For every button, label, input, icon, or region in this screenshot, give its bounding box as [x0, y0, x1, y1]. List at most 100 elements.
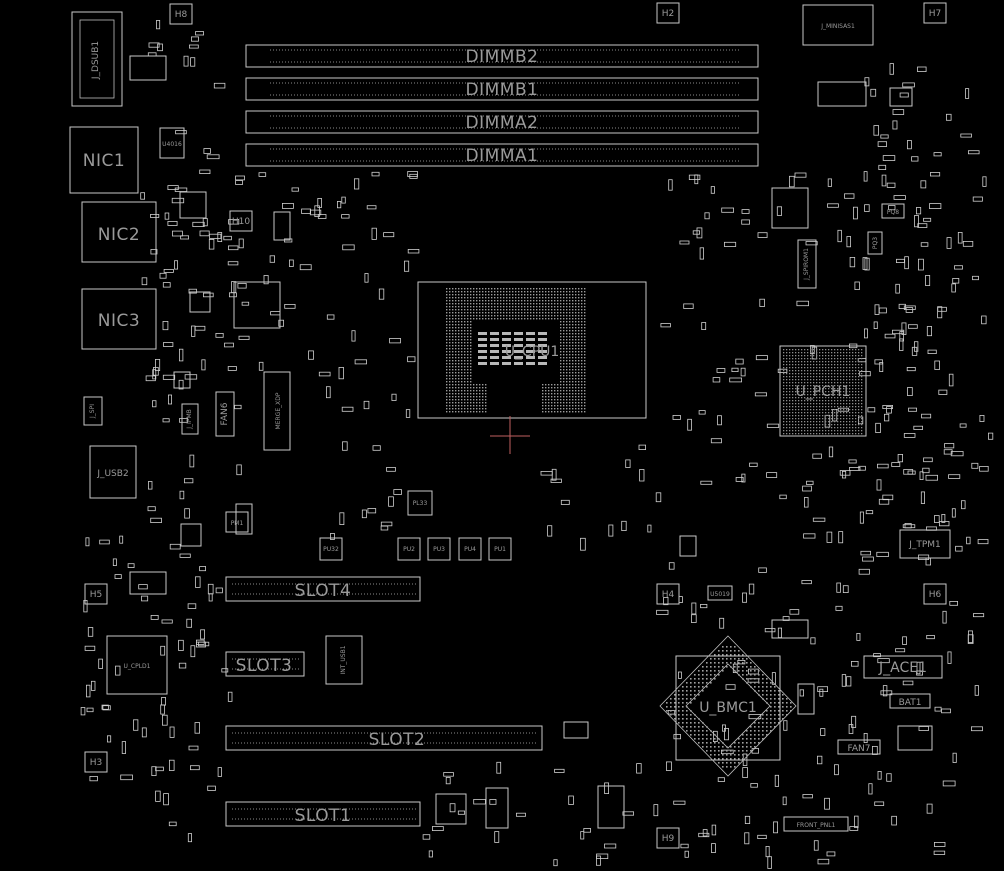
fan7-header[interactable]: FAN7 [837, 739, 881, 755]
ipmb-header[interactable]: J_IPMB [181, 403, 199, 435]
cpu-pin-array [446, 288, 586, 413]
svg-text:U_CPU1: U_CPU1 [505, 344, 560, 360]
nic3-chip[interactable]: NIC3 [81, 288, 157, 350]
svg-text:H4: H4 [662, 590, 675, 600]
dimm-slot-a2[interactable]: DIMMA2 [245, 110, 759, 134]
bmc-ball-array [666, 646, 792, 768]
pcie-slot-3[interactable]: SLOT3 [225, 651, 305, 677]
svg-text:J_SPIROM1: J_SPIROM1 [803, 248, 810, 281]
svg-text:H5: H5 [90, 590, 103, 600]
pq8-part[interactable]: PQ8 [881, 203, 905, 219]
svg-text:PU32: PU32 [323, 546, 339, 553]
svg-text:PL33: PL33 [413, 500, 428, 507]
dimm-slot-b2[interactable]: DIMMB2 [245, 44, 759, 68]
svg-text:H6: H6 [929, 590, 942, 600]
spi-header[interactable]: J_SPI [83, 396, 103, 426]
mounting-hole-h4[interactable]: H4 [656, 583, 680, 605]
svg-text:MERGE_XDP: MERGE_XDP [275, 392, 282, 429]
svg-text:SLOT2: SLOT2 [369, 730, 426, 750]
svg-text:SLOT4: SLOT4 [295, 581, 352, 601]
merge-xdp-header[interactable]: MERGE_XDP [263, 371, 291, 451]
u5019-chip[interactable]: U5019 [707, 585, 733, 601]
pu2-part[interactable]: PU2 [397, 537, 421, 561]
minisas-connector[interactable]: J_MINISAS1 [802, 4, 874, 46]
svg-text:SLOT3: SLOT3 [236, 656, 293, 676]
dimm-slot-a1[interactable]: DIMMA1 [245, 143, 759, 167]
pcie-slot-2[interactable]: SLOT2 [225, 725, 543, 751]
dimm-label: DIMMB1 [466, 80, 539, 100]
ace-header[interactable]: J_ACE1 [863, 655, 943, 679]
cpld-chip[interactable]: U_CPLD1 [106, 635, 168, 695]
nic2-chip[interactable]: NIC2 [81, 201, 157, 263]
svg-text:H8: H8 [175, 10, 188, 20]
u4016-chip[interactable]: U4016 [159, 127, 185, 159]
svg-text:H2: H2 [662, 9, 675, 19]
usb2-header[interactable]: J_USB2 [89, 445, 137, 499]
svg-text:INT_USB1: INT_USB1 [340, 645, 347, 674]
pu3-part[interactable]: PU3 [427, 537, 451, 561]
svg-text:BAT1: BAT1 [899, 698, 922, 708]
mounting-hole-h8[interactable]: H8 [169, 3, 193, 25]
svg-text:FAN6: FAN6 [220, 402, 230, 425]
svg-text:SLOT1: SLOT1 [295, 806, 352, 826]
svg-text:J_DSUB1: J_DSUB1 [91, 41, 101, 80]
svg-text:PU2: PU2 [403, 546, 415, 553]
svg-text:H9: H9 [662, 834, 675, 844]
pu4-part[interactable]: PU4 [458, 537, 482, 561]
mounting-hole-h2[interactable]: H2 [656, 2, 680, 24]
svg-text:U_CPLD1: U_CPLD1 [124, 663, 151, 670]
pu1-part[interactable]: PU1 [488, 537, 512, 561]
svg-text:NIC1: NIC1 [83, 151, 125, 171]
int-usb-header[interactable]: INT_USB1 [325, 635, 363, 685]
svg-text:J_MINISAS1: J_MINISAS1 [820, 23, 855, 30]
pq3-part[interactable]: PQ3 [867, 231, 883, 255]
svg-text:J_IPMB: J_IPMB [186, 409, 193, 429]
svg-text:U_PCH1: U_PCH1 [796, 384, 851, 400]
dimm-label: DIMMB2 [466, 47, 539, 67]
svg-text:J_USB2: J_USB2 [96, 469, 128, 479]
pm1-part[interactable]: PM1 [225, 511, 249, 533]
svg-text:U4016: U4016 [162, 141, 182, 148]
nic1-chip[interactable]: NIC1 [69, 126, 139, 194]
pcie-slot-1[interactable]: SLOT1 [225, 801, 421, 827]
pl33-part[interactable]: PL33 [407, 490, 433, 516]
svg-text:NIC2: NIC2 [98, 225, 140, 245]
svg-text:U_BMC1: U_BMC1 [699, 700, 757, 716]
fan6-header[interactable]: FAN6 [215, 391, 235, 437]
svg-text:H3: H3 [90, 758, 103, 768]
svg-text:PM1: PM1 [231, 520, 244, 527]
mounting-hole-h7[interactable]: H7 [923, 2, 947, 24]
spirom-chip[interactable]: J_SPIROM1 [797, 239, 817, 289]
dimm-label: DIMMA2 [466, 113, 539, 133]
bmc-chip[interactable]: U_BMC1 [659, 635, 797, 777]
svg-text:J_TPM1: J_TPM1 [908, 540, 941, 550]
tpm-header[interactable]: J_TPM1 [899, 529, 951, 559]
pcie-slot-4[interactable]: SLOT4 [225, 576, 421, 602]
pu32-part[interactable]: PU32 [319, 537, 343, 561]
svg-text:PQ3: PQ3 [872, 237, 879, 249]
svg-text:J_ACE1: J_ACE1 [878, 660, 927, 676]
svg-text:H7: H7 [929, 9, 942, 19]
svg-text:NIC3: NIC3 [98, 311, 140, 331]
pch-ball-array [783, 349, 863, 435]
mounting-hole-h9[interactable]: H9 [656, 827, 680, 849]
dimm-label: DIMMA1 [466, 146, 539, 166]
svg-text:PU1: PU1 [494, 546, 506, 553]
pch-chip[interactable]: U_PCH1 [779, 345, 867, 437]
battery[interactable]: BAT1 [889, 693, 931, 709]
svg-text:J_SPI: J_SPI [89, 404, 96, 419]
dimm-slot-b1[interactable]: DIMMB1 [245, 77, 759, 101]
mounting-hole-h10[interactable]: H10 [229, 210, 253, 232]
mounting-hole-h5[interactable]: H5 [84, 583, 108, 605]
cpu-socket[interactable]: U_CPU1 [417, 281, 647, 454]
svg-text:FAN7: FAN7 [848, 744, 871, 754]
smd-component-field [80, 19, 994, 869]
svg-text:PU4: PU4 [464, 546, 476, 553]
svg-text:H10: H10 [232, 217, 250, 227]
dsub-connector[interactable]: J_DSUB1 [71, 11, 123, 107]
mounting-hole-h3[interactable]: H3 [84, 751, 108, 773]
svg-text:PQ8: PQ8 [887, 209, 899, 216]
mounting-hole-h6[interactable]: H6 [923, 583, 947, 605]
front-panel-header[interactable]: FRONT_PNL1 [783, 816, 849, 832]
